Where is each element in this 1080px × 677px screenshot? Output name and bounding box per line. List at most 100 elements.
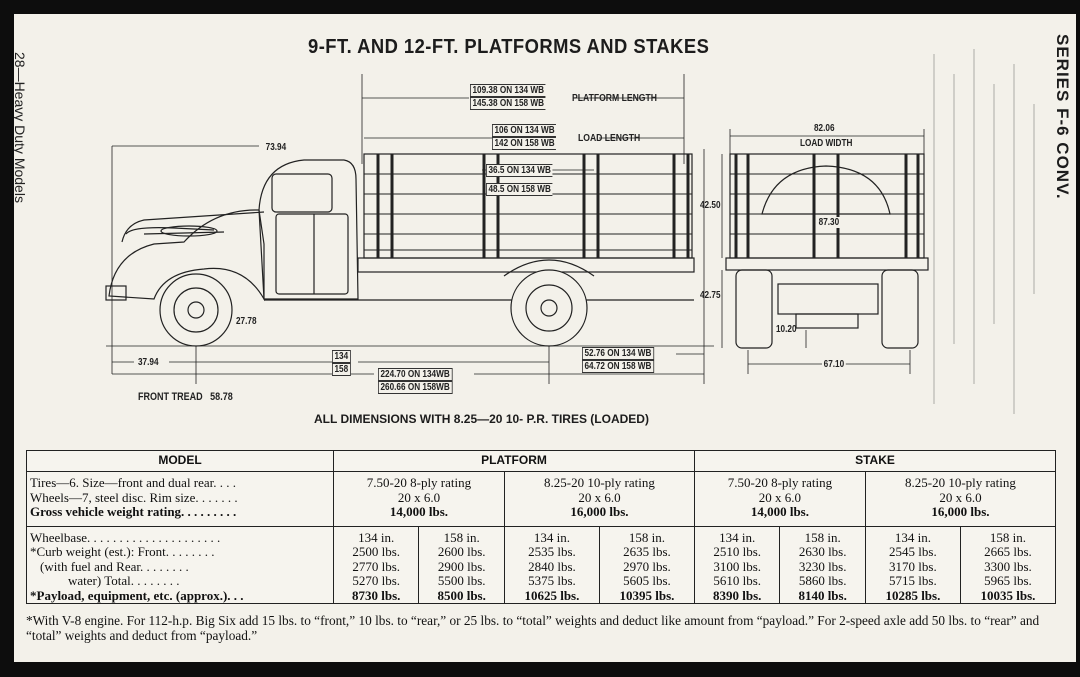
- load-length-158: 142 ON 158 WB: [492, 137, 557, 150]
- wheelbase-values: 134 158: [332, 350, 351, 376]
- front-tread-caption: FRONT TREAD 58.78: [138, 392, 233, 403]
- cell-wheelbase: 134 in.: [894, 529, 931, 545]
- group-stake-10ply: 8.25-20 10-ply rating 20 x 6.0 16,000 lb…: [864, 471, 1057, 527]
- cell-rear: 3170 lbs.: [889, 558, 937, 574]
- cell-rear: 3100 lbs.: [713, 558, 762, 574]
- group-rim: 20 x 6.0: [578, 489, 621, 505]
- stake-length-158: 48.5 ON 158 WB: [486, 183, 553, 196]
- cell-rear: 2970 lbs.: [623, 558, 671, 574]
- label-group-2: Wheelbase. . . . . . . . . . . . . . . .…: [26, 525, 334, 604]
- cell-payload: 10035 lbs.: [980, 587, 1036, 603]
- cell-payload: 8500 lbs.: [437, 587, 486, 603]
- group-gvw: 14,000 lbs.: [750, 504, 809, 519]
- group-tires: 7.50-20 8-ply rating: [366, 475, 472, 490]
- cell-wheelbase: 134 in.: [719, 529, 756, 545]
- cell-rear: 3300 lbs.: [984, 558, 1032, 574]
- front-tread-label: FRONT TREAD: [138, 391, 203, 403]
- cell-payload: 8140 lbs.: [798, 587, 847, 603]
- label-curb-front: *Curb weight (est.): Front. . . . . . . …: [30, 544, 215, 559]
- group-gvw: 14,000 lbs.: [389, 504, 449, 519]
- cell-wheelbase: 158 in.: [804, 529, 841, 545]
- cell-total: 5965 lbs.: [984, 573, 1032, 588]
- platform-length-label: PLATFORM LENGTH: [572, 92, 657, 104]
- load-width-label: LOAD WIDTH: [800, 138, 853, 149]
- label-payload: *Payload, equipment, etc. (approx.). . .: [30, 587, 244, 603]
- cell-front: 2630 lbs.: [798, 544, 847, 559]
- cell-front: 2600 lbs.: [437, 544, 486, 559]
- platform-length-values: 109.38 ON 134 WB 145.38 ON 158 WB: [470, 84, 546, 110]
- inner-width-dimension: 87.30: [817, 217, 841, 228]
- stake-height-dimension: 42.50: [700, 200, 721, 211]
- spec-table: MODEL PLATFORM STAKE Tires—6. Size—front…: [26, 450, 1057, 604]
- header-model: MODEL: [26, 450, 334, 472]
- column-platform-8ply-134: 134 in. 2500 lbs. 2770 lbs. 5270 lbs. 87…: [332, 525, 420, 604]
- cell-total: 5860 lbs.: [798, 573, 847, 588]
- group-rim: 20 x 6.0: [939, 489, 982, 505]
- load-length-values: 106 ON 134 WB 142 ON 158 WB: [492, 124, 557, 150]
- label-wheels: Wheels—7, steel disc. Rim size. . . . . …: [30, 489, 238, 505]
- cell-rear: 3230 lbs.: [798, 558, 847, 574]
- cell-payload: 10285 lbs.: [885, 587, 941, 603]
- group-rim: 20 x 6.0: [397, 489, 441, 505]
- platform-length-134: 109.38 ON 134 WB: [470, 84, 546, 97]
- cell-wheelbase: 158 in.: [443, 529, 480, 545]
- group-tires: 7.50-20 8-ply rating: [727, 475, 833, 490]
- column-stake-10ply-134: 134 in. 2545 lbs. 3170 lbs. 5715 lbs. 10…: [864, 525, 961, 604]
- load-length-label: LOAD LENGTH: [578, 132, 641, 144]
- platform-length-158: 145.38 ON 158 WB: [470, 97, 546, 110]
- column-stake-8ply-158: 158 in. 2630 lbs. 3230 lbs. 5860 lbs. 81…: [779, 525, 866, 604]
- footnote: *With V-8 engine. For 112-h.p. Big Six a…: [26, 613, 1040, 643]
- cell-front: 2535 lbs.: [528, 544, 576, 559]
- cell-rear: 2840 lbs.: [528, 558, 576, 574]
- cell-front: 2500 lbs.: [352, 544, 401, 559]
- page-title: 9-FT. AND 12-FT. PLATFORMS AND STAKES: [308, 36, 710, 58]
- table-row-weights: Wheelbase. . . . . . . . . . . . . . . .…: [26, 525, 1057, 604]
- group-stake-8ply: 7.50-20 8-ply rating 20 x 6.0 14,000 lbs…: [693, 471, 866, 527]
- label-curb-rear: (with fuel and Rear. . . . . . . .: [40, 558, 189, 574]
- cell-front: 2635 lbs.: [623, 544, 671, 559]
- label-tires: Tires—6. Size—front and dual rear. . . .: [30, 475, 237, 490]
- stake-length-134: 36.5 ON 134 WB: [486, 164, 553, 177]
- brochure-page: 9-FT. AND 12-FT. PLATFORMS AND STAKES 28…: [14, 14, 1076, 662]
- rear-overhang-158: 64.72 ON 158 WB: [582, 360, 654, 373]
- cell-payload: 10625 lbs.: [524, 587, 580, 603]
- cell-total: 5605 lbs.: [623, 573, 671, 588]
- rear-overhang-134: 52.76 ON 134 WB: [582, 347, 654, 360]
- cell-total: 5610 lbs.: [713, 573, 762, 588]
- axle-clearance-dimension: 10.20: [776, 324, 797, 335]
- table-row-tires-rims-gvw: Tires—6. Size—front and dual rear. . . .…: [26, 471, 1057, 527]
- group-rim: 20 x 6.0: [758, 489, 802, 505]
- column-stake-10ply-158: 158 in. 2665 lbs. 3300 lbs. 5965 lbs. 10…: [959, 525, 1057, 604]
- cell-front: 2510 lbs.: [713, 544, 762, 559]
- cab-top-dimension: 73.94: [264, 142, 288, 153]
- group-gvw: 16,000 lbs.: [570, 504, 629, 519]
- cell-total: 5270 lbs.: [352, 573, 401, 588]
- front-tread-value: 58.78: [210, 391, 233, 403]
- cell-rear: 2770 lbs.: [352, 558, 401, 574]
- column-platform-10ply-158: 158 in. 2635 lbs. 2970 lbs. 5605 lbs. 10…: [598, 525, 695, 604]
- cell-payload: 8390 lbs.: [712, 587, 762, 603]
- load-length-134: 106 ON 134 WB: [492, 124, 557, 137]
- rear-overhang-values: 52.76 ON 134 WB 64.72 ON 158 WB: [582, 347, 654, 373]
- overall-length-158: 260.66 ON 158WB: [378, 381, 453, 394]
- cell-front: 2545 lbs.: [889, 544, 937, 559]
- group-tires: 8.25-20 10-ply rating: [905, 475, 1016, 490]
- cell-front: 2665 lbs.: [984, 544, 1032, 559]
- cell-total: 5715 lbs.: [889, 573, 937, 588]
- overall-length-134: 224.70 ON 134WB: [378, 368, 453, 381]
- cell-payload: 10395 lbs.: [619, 587, 675, 603]
- page-number-caption: 28—Heavy Duty Models: [14, 52, 28, 203]
- wheelbase-158: 158: [332, 363, 351, 376]
- header-stake: STAKE: [693, 450, 1057, 472]
- cell-wheelbase: 158 in.: [989, 529, 1027, 545]
- cell-wheelbase: 134 in.: [358, 529, 395, 545]
- column-platform-10ply-134: 134 in. 2535 lbs. 2840 lbs. 5375 lbs. 10…: [503, 525, 600, 604]
- ground-clearance-dimension: 27.78: [236, 316, 257, 327]
- group-platform-8ply: 7.50-20 8-ply rating 20 x 6.0 14,000 lbs…: [333, 471, 505, 527]
- cell-total: 5375 lbs.: [528, 573, 576, 588]
- cell-wheelbase: 158 in.: [628, 529, 666, 545]
- cell-wheelbase: 134 in.: [533, 529, 570, 545]
- cell-rear: 2900 lbs.: [437, 558, 486, 574]
- group-gvw: 16,000 lbs.: [931, 504, 990, 519]
- overall-length-values: 224.70 ON 134WB 260.66 ON 158WB: [378, 368, 453, 394]
